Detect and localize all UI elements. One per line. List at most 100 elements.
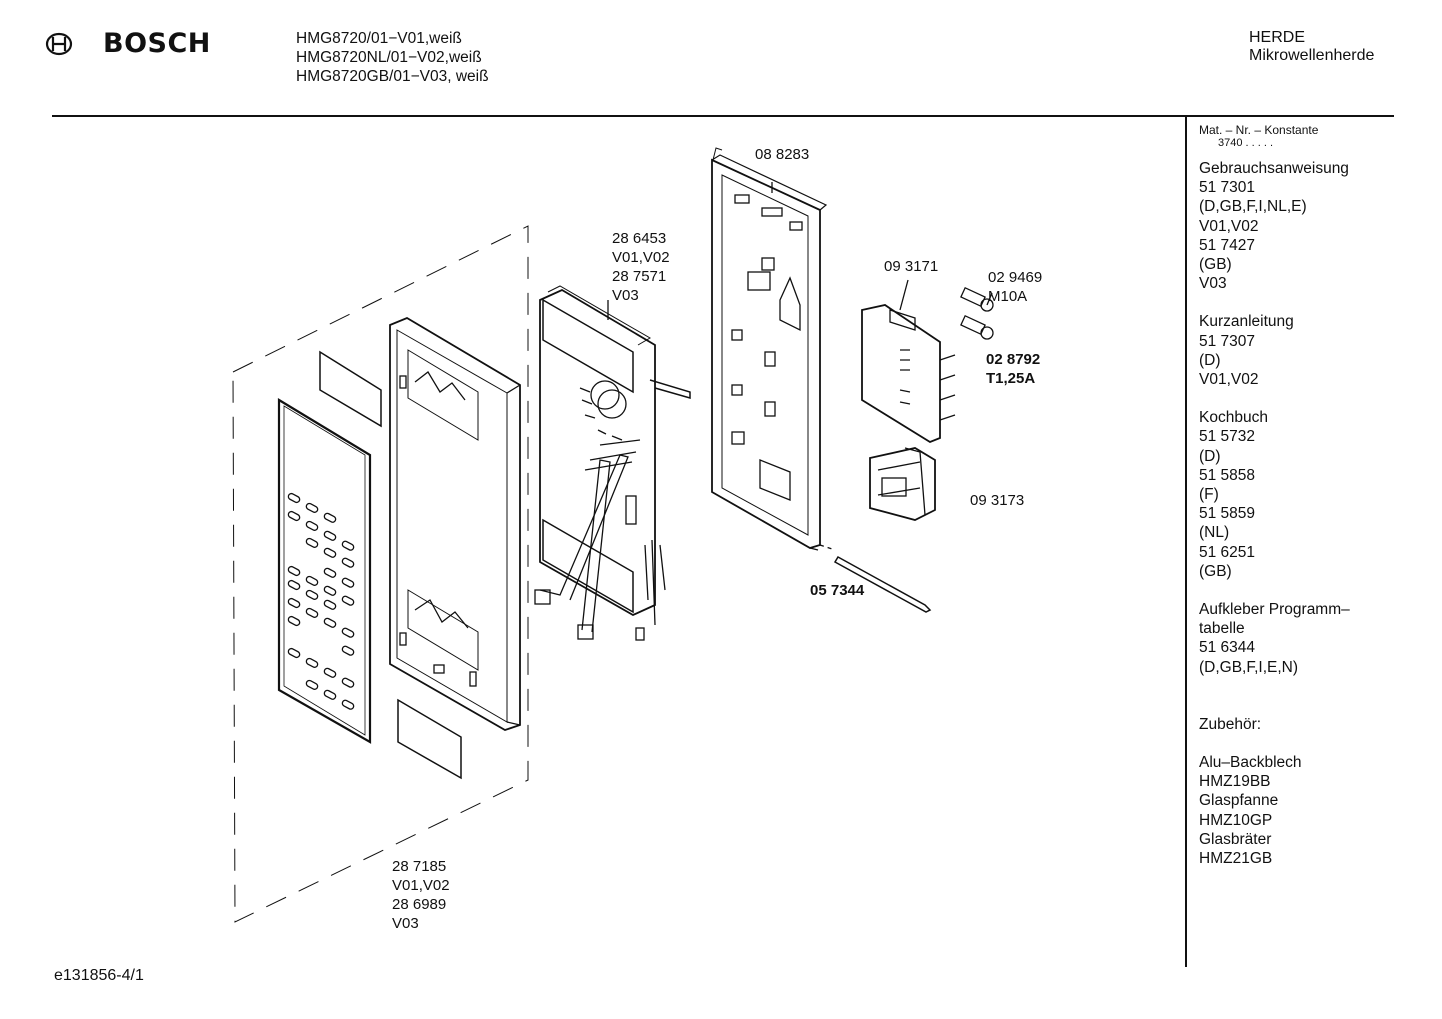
zubehoer-line: Alu–Backblech xyxy=(1199,754,1302,772)
part-label: 09 3173 xyxy=(970,492,1025,509)
exploded-parts-drawing xyxy=(232,147,994,923)
part-label: V01,V02 xyxy=(392,877,450,894)
zubehoer-line: Glasbräter xyxy=(1199,830,1272,848)
keypad-key xyxy=(287,647,301,659)
part-label: M10A xyxy=(988,288,1028,305)
keypad-key xyxy=(341,557,355,568)
part-label-group: 28 7185 V01,V02 28 6989 V03 xyxy=(392,857,450,933)
keypad-key xyxy=(287,615,301,627)
model-line: HMG8720/01−V01,weiß xyxy=(296,30,462,47)
keypad-key xyxy=(305,589,319,600)
zubehoer-line: Glaspfanne xyxy=(1199,792,1279,810)
keypad-key xyxy=(323,567,337,578)
keypad-key xyxy=(341,540,355,551)
keypad-key xyxy=(323,530,337,541)
part-label: 02 8792 xyxy=(986,351,1041,368)
keypad-keys xyxy=(287,492,355,710)
kochbuch-line: (D) xyxy=(1199,447,1221,465)
panel-bezel xyxy=(389,316,521,731)
drawing-code: e131856-4/1 xyxy=(54,967,144,984)
part-label: 28 6453 xyxy=(612,230,667,247)
keypad-key xyxy=(305,520,319,531)
part-label: 02 9469 xyxy=(988,269,1043,286)
part-label: V01,V02 xyxy=(612,249,670,266)
control-pcb xyxy=(534,285,691,641)
keypad-key xyxy=(323,689,337,700)
zubehoer-line: HMZ10GP xyxy=(1199,811,1273,829)
gebrauchsanweisung-line: (D,GB,F,I,NL,E) xyxy=(1199,198,1307,216)
keypad-key xyxy=(287,565,301,577)
category: HERDE Mikrowellenherde xyxy=(1249,29,1374,65)
model-list: HMG8720/01−V01,weiß HMG8720NL/01−V02,wei… xyxy=(296,29,489,86)
kochbuch-line: 51 5858 xyxy=(1199,466,1256,484)
kurzanleitung-line: 51 7307 xyxy=(1199,332,1256,350)
model-line: HMG8720GB/01−V03, weiß xyxy=(296,68,489,85)
front-frame-outline xyxy=(232,225,529,923)
part-label: 28 6989 xyxy=(392,896,447,913)
power-module xyxy=(861,304,956,444)
keypad-key xyxy=(287,579,301,591)
gebrauchsanweisung-line: V03 xyxy=(1199,275,1227,293)
zubehoer-line: HMZ21GB xyxy=(1199,850,1273,868)
keypad-key xyxy=(341,699,355,710)
kochbuch-line: 51 5732 xyxy=(1199,428,1256,446)
kochbuch-line: 51 5859 xyxy=(1199,505,1256,523)
part-label: 05 7344 xyxy=(810,582,865,599)
keypad-key xyxy=(305,537,319,548)
transformer xyxy=(869,447,936,521)
keypad-key xyxy=(323,617,337,628)
kochbuch-line: (NL) xyxy=(1199,524,1230,542)
keypad-key xyxy=(305,657,319,668)
aufkleber-line: (D,GB,F,I,E,N) xyxy=(1199,658,1299,676)
zubehoer-title: Zubehör: xyxy=(1199,715,1262,733)
keypad-key xyxy=(287,510,301,522)
gebrauchsanweisung-line: V01,V02 xyxy=(1199,217,1259,235)
stylus-pen xyxy=(833,555,932,613)
aufkleber-line: tabelle xyxy=(1199,620,1245,638)
category-line: HERDE xyxy=(1249,29,1306,46)
part-label: 09 3171 xyxy=(884,258,939,275)
keypad-key xyxy=(323,599,337,610)
control-panel-front xyxy=(277,350,462,780)
header-divider xyxy=(52,115,1394,117)
kochbuch-line: 51 6251 xyxy=(1199,543,1256,561)
keypad-key xyxy=(341,645,355,656)
keypad-key xyxy=(341,595,355,606)
keypad-key xyxy=(323,667,337,678)
aufkleber-line: Aufkleber Programm– xyxy=(1199,601,1350,619)
keypad-key xyxy=(305,502,319,513)
leader-line xyxy=(986,292,993,306)
part-label: T1,25A xyxy=(986,370,1036,387)
gebrauchsanweisung-line: 51 7427 xyxy=(1199,236,1256,254)
keypad-key xyxy=(287,492,301,504)
mat-value: 3740 . . . . . xyxy=(1218,137,1274,149)
part-label: 28 7571 xyxy=(612,268,667,285)
mounting-bracket xyxy=(711,147,836,551)
bosch-logo-icon xyxy=(45,32,73,56)
kurzanleitung-line: (D) xyxy=(1199,351,1221,369)
kochbuch-line: (GB) xyxy=(1199,562,1232,580)
gebrauchsanweisung-line: 51 7301 xyxy=(1199,179,1256,197)
keypad-key xyxy=(305,575,319,586)
brand-name: BOSCH xyxy=(103,28,211,59)
keypad-key xyxy=(341,677,355,688)
keypad-key xyxy=(305,607,319,618)
part-label: V03 xyxy=(392,915,419,932)
keypad-key xyxy=(323,547,337,558)
aufkleber-line: 51 6344 xyxy=(1199,639,1256,657)
gebrauchsanweisung-line: (GB) xyxy=(1199,256,1232,274)
keypad-key xyxy=(323,512,337,523)
sidebar-divider xyxy=(1185,117,1187,967)
zubehoer-line: HMZ19BB xyxy=(1199,773,1271,791)
mat-title: Mat. – Nr. – Konstante xyxy=(1199,123,1319,137)
part-label-group: 02 8792 T1,25A xyxy=(986,350,1040,388)
model-line: HMG8720NL/01−V02,weiß xyxy=(296,49,482,66)
part-label-group: 02 9469 M10A xyxy=(988,268,1042,306)
part-label: 28 7185 xyxy=(392,858,447,875)
part-label-group: 28 6453 V01,V02 28 7571 V03 xyxy=(612,229,670,305)
fuses xyxy=(960,286,994,340)
part-label: 08 8283 xyxy=(755,146,810,163)
category-line: Mikrowellenherde xyxy=(1249,47,1375,64)
keypad-key xyxy=(323,585,337,596)
sidebar: Mat. – Nr. – Konstante 3740 . . . . . Ge… xyxy=(1199,123,1350,868)
